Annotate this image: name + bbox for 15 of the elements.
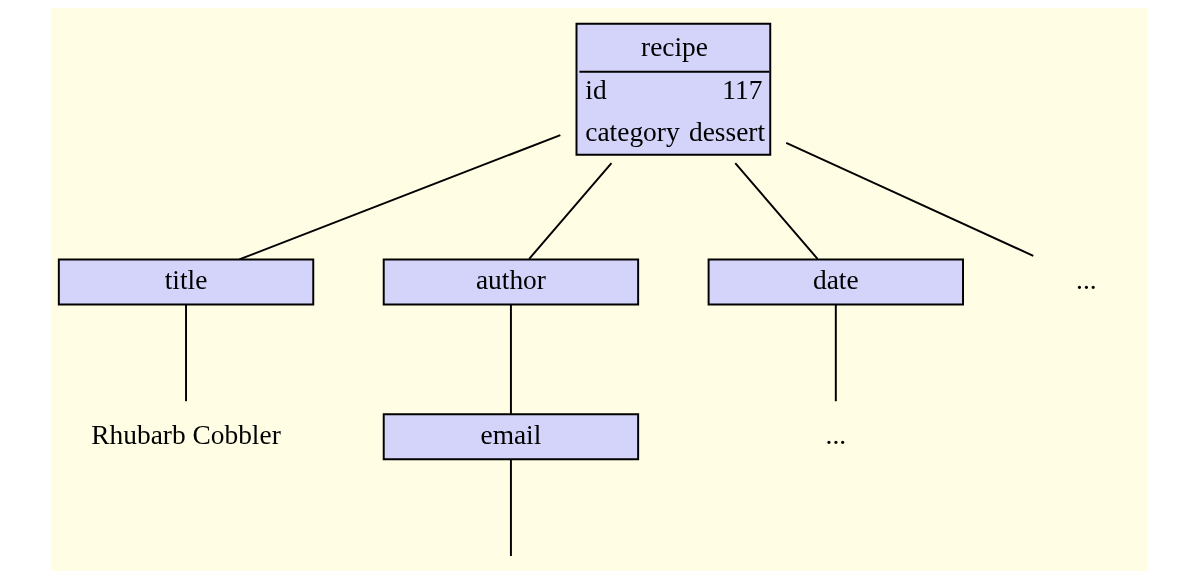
connector [528,162,613,260]
node-box: title [57,258,315,306]
node-box: date [707,258,964,306]
connector [238,134,562,261]
node-text: Rhubarb Cobbler [91,419,281,450]
node-text: ... [825,419,847,450]
connector [834,304,837,403]
node-box: email [382,413,640,461]
connector [734,162,819,260]
node-box: author [382,258,640,306]
connector [185,304,187,403]
connector [509,458,512,557]
connector [509,304,512,415]
connector [785,141,1035,257]
node-text: ... [1076,265,1097,296]
